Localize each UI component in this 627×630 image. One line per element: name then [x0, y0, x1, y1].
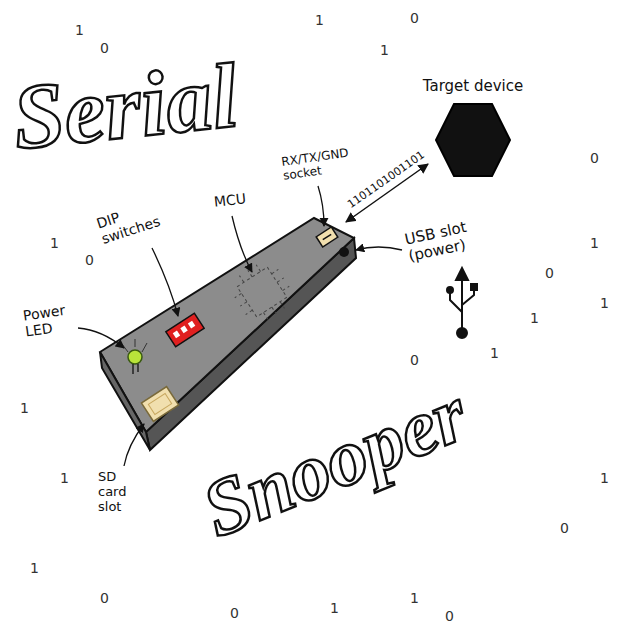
leader-line	[232, 216, 252, 272]
binary-digit: 1	[530, 310, 539, 326]
title-word: Snooper	[192, 373, 478, 550]
leader-line	[124, 424, 144, 466]
binary-digit: 1	[50, 235, 59, 251]
signal-data: 1101101001101	[345, 149, 427, 212]
target-shape	[436, 104, 510, 176]
binary-digit: 1	[600, 295, 609, 311]
binary-digit: 0	[230, 605, 239, 621]
part-label: DIP switches	[95, 197, 164, 247]
binary-digit: 1	[75, 22, 84, 38]
binary-digit: 1	[60, 470, 69, 486]
target-hexagon	[434, 101, 512, 179]
title-word: Serial	[8, 49, 241, 164]
binary-digit: 1	[490, 345, 499, 361]
usb-slot	[339, 247, 349, 257]
binary-digit: 0	[100, 40, 109, 56]
part-label: RX/TX/GND socket	[280, 144, 367, 183]
device-end	[100, 352, 150, 450]
sd-card-slot	[141, 387, 178, 422]
part-label: SD card slot	[98, 470, 142, 515]
binary-digit: 1	[590, 235, 599, 251]
binary-digit: 0	[410, 352, 419, 368]
part-label: MCU	[213, 190, 247, 209]
binary-digit: 0	[590, 150, 599, 166]
leader-line	[152, 248, 178, 316]
device-top	[100, 218, 354, 432]
mcu-chip	[226, 256, 298, 328]
dip-switches	[166, 313, 204, 347]
binary-digit: 0	[445, 608, 454, 624]
leader-line	[78, 328, 124, 348]
target-device: Target device	[418, 78, 528, 179]
binary-digit: 0	[410, 10, 419, 26]
usb-symbol	[447, 268, 477, 338]
rx-tx-socket	[316, 227, 338, 247]
binary-digit: 0	[545, 265, 554, 281]
binary-digit: 1	[315, 12, 324, 28]
binary-digit: 0	[85, 252, 94, 268]
binary-digit: 1	[600, 470, 609, 486]
device-label: Target device	[418, 78, 528, 95]
leader-line	[318, 186, 324, 226]
part-label: Power LED	[22, 301, 78, 340]
leader-line	[356, 247, 402, 250]
binary-digit: 1	[20, 400, 29, 416]
binary-digit: 1	[410, 590, 419, 606]
part-label: USB slot (power)	[403, 213, 500, 266]
binary-digit: 1	[30, 560, 39, 576]
binary-digit: 0	[560, 520, 569, 536]
binary-digit: 1	[380, 42, 389, 58]
binary-digit: 0	[100, 590, 109, 606]
binary-digit: 1	[330, 600, 339, 616]
power-led	[122, 339, 147, 374]
